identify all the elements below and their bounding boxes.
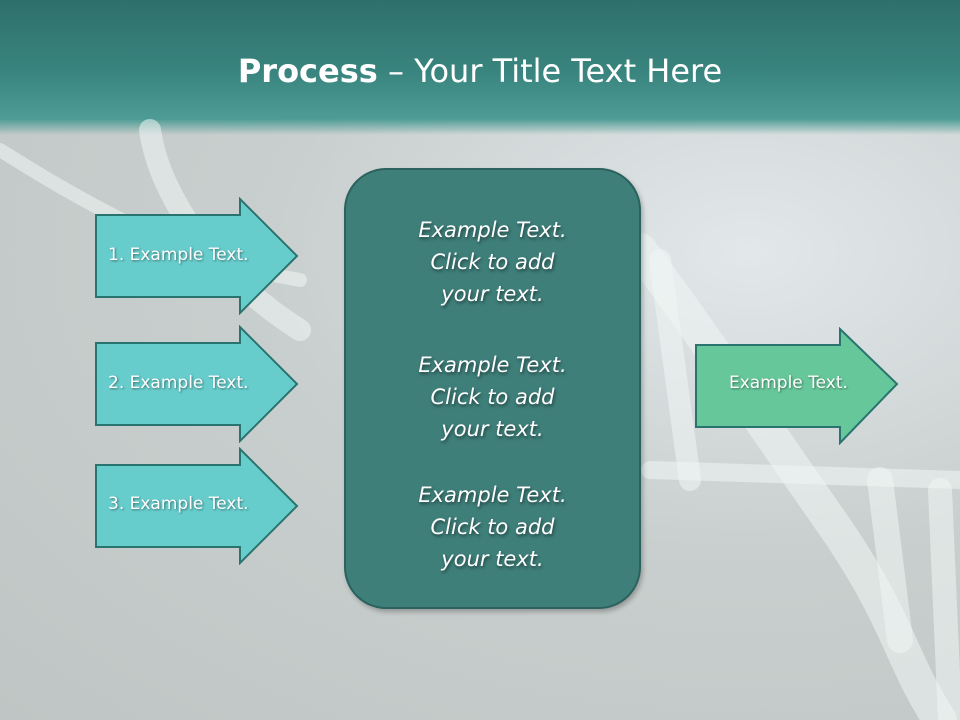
text-line: Example Text. <box>418 483 567 507</box>
center-text-block-3: Example Text. Click to add your text. <box>346 479 639 575</box>
input-arrow-2-label: 2. Example Text. <box>108 373 249 393</box>
output-arrow[interactable] <box>694 327 900 445</box>
title-bold: Process <box>237 52 378 90</box>
input-arrow-2[interactable] <box>94 325 300 443</box>
slide-title[interactable]: Process – Your Title Text Here <box>0 52 960 90</box>
output-arrow-label: Example Text. <box>729 373 848 393</box>
text-line: your text. <box>441 547 544 571</box>
center-text-block-1: Example Text. Click to add your text. <box>346 214 639 310</box>
text-line: Click to add <box>430 385 555 409</box>
title-rest: – Your Title Text Here <box>377 52 723 90</box>
title-band <box>0 0 960 135</box>
input-arrow-3-label: 3. Example Text. <box>108 494 249 514</box>
input-arrow-1-label: 1. Example Text. <box>108 245 249 265</box>
text-line: Click to add <box>430 515 555 539</box>
center-text-block-2: Example Text. Click to add your text. <box>346 349 639 445</box>
text-line: Example Text. <box>418 218 567 242</box>
center-process-box[interactable]: Example Text. Click to add your text. Ex… <box>344 168 641 609</box>
input-arrow-1[interactable] <box>94 197 300 315</box>
text-line: your text. <box>441 282 544 306</box>
text-line: your text. <box>441 417 544 441</box>
input-arrow-3[interactable] <box>94 447 300 565</box>
text-line: Click to add <box>430 250 555 274</box>
text-line: Example Text. <box>418 353 567 377</box>
